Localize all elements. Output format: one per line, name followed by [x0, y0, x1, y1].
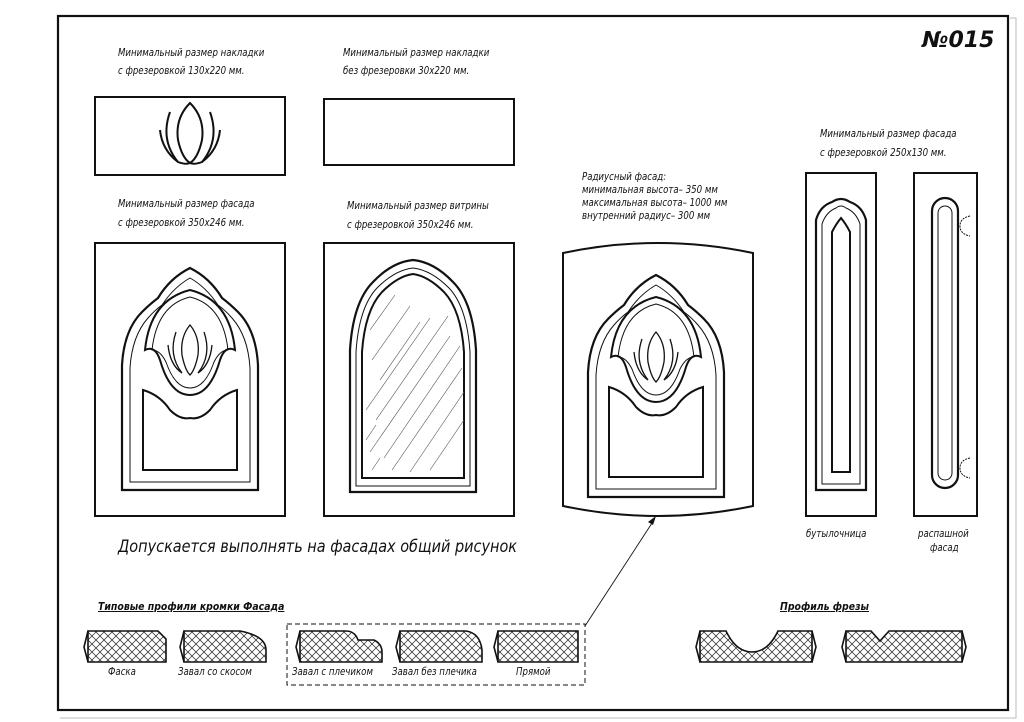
cutter-profile-title: Профиль фрезы: [780, 600, 869, 613]
facade-350-panel: [94, 242, 286, 517]
overlay-130-label-1: Минимальный размер накладки: [118, 47, 265, 59]
sheet-number: №015: [922, 28, 995, 53]
vitrine-350-label-2: с фрезеровкой 350х246 мм.: [347, 219, 474, 231]
edge-profiles-title: Типовые профили кромки Фасада: [98, 600, 285, 613]
facade-350-label-1: Минимальный размер фасада: [118, 198, 255, 210]
tulip-icon: [633, 330, 679, 383]
profile-label-straight: Прямой: [516, 666, 551, 678]
radius-facade-label-3: максимальная высота– 1000 мм: [582, 197, 728, 209]
profile-label-rounded-bevel: Завал со скосом: [178, 666, 252, 678]
facade-350-label-2: с фрезеровкой 350х246 мм.: [118, 217, 245, 229]
radius-facade-label-1: Радиусный фасад:: [582, 171, 667, 183]
overlay-30-label-1: Минимальный размер накладки: [343, 47, 490, 59]
swing-facade-panel: [913, 172, 978, 517]
profile-rounded-shoulder: [295, 630, 383, 663]
tulip-icon: [159, 101, 221, 165]
overlay-130-panel: [94, 96, 286, 176]
vitrine-350-panel: [323, 242, 515, 517]
swing-facade-label-2: фасад: [930, 542, 959, 554]
cutter-profile-v: [841, 630, 967, 663]
overlay-30-panel: [323, 98, 515, 166]
bottle-holder-label: бутылочница: [806, 528, 867, 540]
profile-rounded-bevel: [179, 630, 267, 663]
profile-straight: [493, 630, 579, 663]
profile-chamfer: [83, 630, 167, 663]
profile-rounded-plain: [395, 630, 483, 663]
sheet-border-accent: [60, 17, 1017, 719]
radius-facade-label-4: внутренний радиус– 300 мм: [582, 210, 711, 222]
common-pattern-note: Допускается выполнять на фасадах общий р…: [118, 537, 518, 557]
overlay-130-label-2: с фрезеровкой 130х220 мм.: [118, 65, 245, 77]
tulip-icon: [167, 323, 213, 376]
swing-facade-label-1: распашной: [918, 528, 969, 540]
bottle-holder-panel: [805, 172, 877, 517]
profile-label-rounded-plain: Завал без плечика: [392, 666, 477, 678]
radius-facade-label-2: минимальная высота– 350 мм: [582, 184, 718, 196]
sheet-frame: [56, 14, 1010, 712]
leader-arrow: [584, 516, 656, 627]
facade-250-label-1: Минимальный размер фасада: [820, 128, 957, 140]
overlay-30-label-2: без фрезеровки 30х220 мм.: [343, 65, 470, 77]
glass-hatching: [365, 294, 464, 473]
vitrine-350-label-1: Минимальный размер витрины: [347, 200, 489, 212]
profiles-dashed-group: [286, 623, 586, 686]
facade-250-label-2: с фрезеровкой 250х130 мм.: [820, 147, 947, 159]
profile-label-chamfer: Фаска: [108, 666, 136, 678]
radius-facade-panel: [562, 242, 754, 517]
profile-label-rounded-shoulder: Завал с плечиком: [292, 666, 373, 678]
cutter-profile-round: [695, 630, 817, 663]
